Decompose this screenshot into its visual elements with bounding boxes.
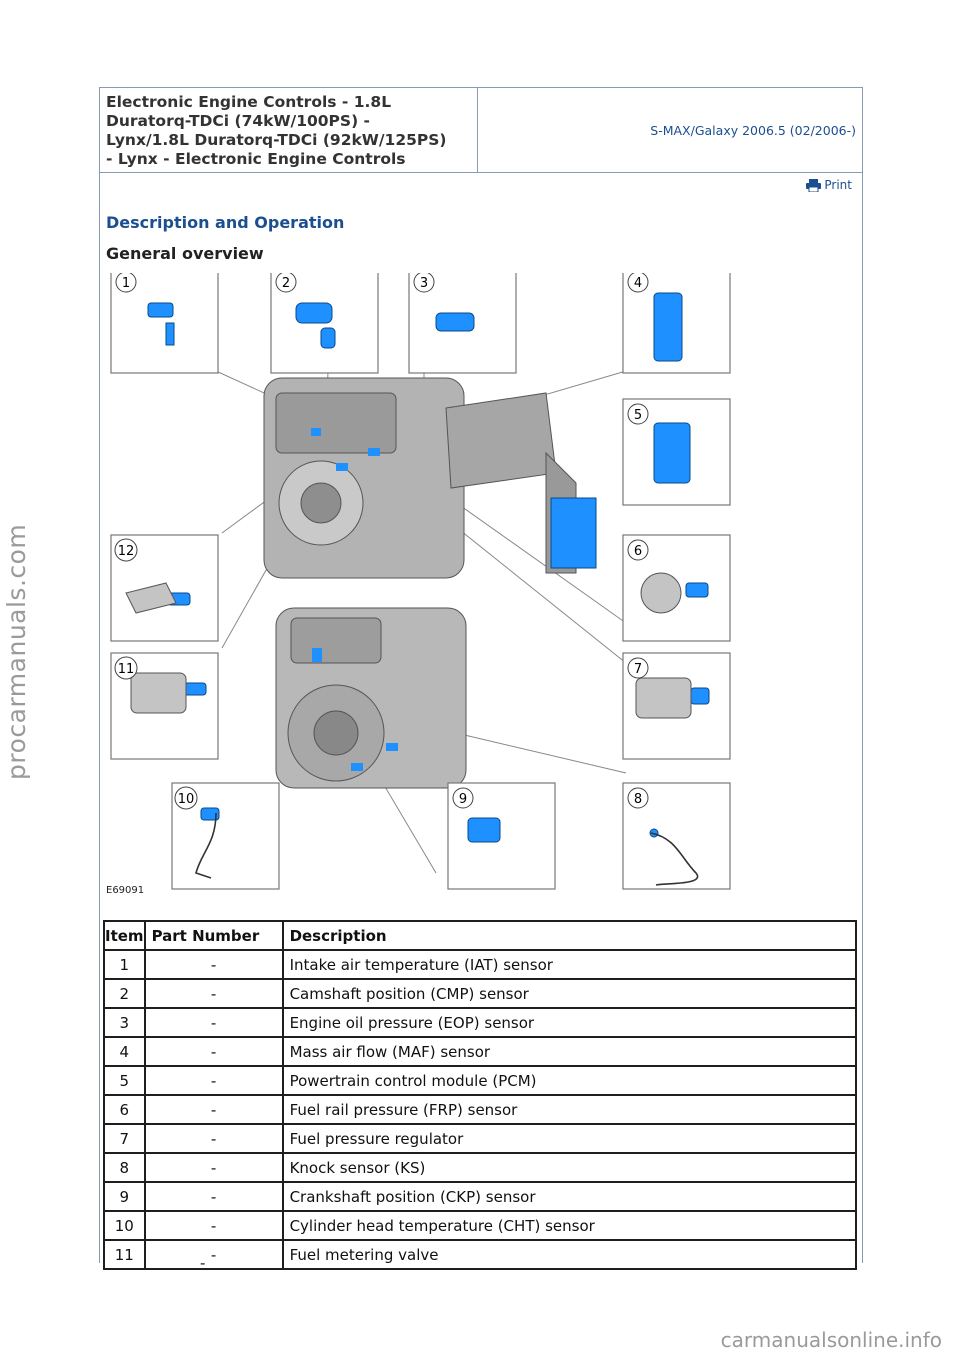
document-header: Electronic Engine Controls - 1.8L Durato… [100,88,862,173]
cell-item: 4 [104,1037,145,1066]
cell-item: 6 [104,1095,145,1124]
callout-12: 12 [115,539,137,561]
table-row: 1 - Intake air temperature (IAT) sensor [104,950,856,979]
callout-5: 5 [628,404,648,424]
cell-description: Cylinder head temperature (CHT) sensor [283,1211,856,1240]
callout-3: 3 [414,273,434,292]
cell-part: - [145,1037,283,1066]
cell-description: Mass air flow (MAF) sensor [283,1037,856,1066]
callout-label: 3 [420,276,428,291]
cell-description: Camshaft position (CMP) sensor [283,979,856,1008]
table-row: 7 - Fuel pressure regulator [104,1124,856,1153]
document-title: Electronic Engine Controls - 1.8L Durato… [100,88,478,172]
callout-label: 11 [118,662,135,677]
cell-part: - [145,1124,283,1153]
cell-item: 7 [104,1124,145,1153]
table-row: 5 - Powertrain control module (PCM) [104,1066,856,1095]
callout-label: 5 [634,408,642,423]
callout-label: 1 [122,276,130,291]
printer-icon [806,179,821,192]
print-label: Print [824,178,852,192]
column-header-part-number: Part Number [145,921,283,950]
callout-10: 10 [175,787,197,809]
callout-label: 10 [178,792,195,807]
table-row: 6 - Fuel rail pressure (FRP) sensor [104,1095,856,1124]
cell-item: 11 [104,1240,145,1269]
cell-description: Powertrain control module (PCM) [283,1066,856,1095]
callout-label: 6 [634,544,642,559]
table-row: 4 - Mass air flow (MAF) sensor [104,1037,856,1066]
cell-description: Fuel metering valve [283,1240,856,1269]
callout-label: 7 [634,662,642,677]
print-link[interactable]: Print [806,178,852,192]
cell-description: Intake air temperature (IAT) sensor [283,950,856,979]
callout-2: 2 [276,273,296,292]
callout-6: 6 [628,540,648,560]
column-header-description: Description [283,921,856,950]
section-subtitle: General overview [106,244,264,263]
callout-9: 9 [453,788,473,808]
callout-label: 8 [634,792,642,807]
cell-part: - [145,1008,283,1037]
engine-overview-figure: 1 2 3 4 5 6 7 8 9 10 11 12 E69091 [106,273,746,903]
cell-item: 2 [104,979,145,1008]
title-line: - Lynx - Electronic Engine Controls [106,150,471,169]
engine-illustration-bottom [276,608,466,788]
callout-1: 1 [116,273,136,292]
table-row: 8 - Knock sensor (KS) [104,1153,856,1182]
cell-description: Crankshaft position (CKP) sensor [283,1182,856,1211]
table-row: 10 - Cylinder head temperature (CHT) sen… [104,1211,856,1240]
column-header-item: Item [104,921,145,950]
cell-item: 1 [104,950,145,979]
cell-item: 9 [104,1182,145,1211]
callout-8: 8 [628,788,648,808]
vehicle-label: S-MAX/Galaxy 2006.5 (02/2006-) [479,88,862,172]
cell-part: - [145,950,283,979]
callout-label: 12 [118,544,135,559]
items-table: Item Part Number Description 1 - Intake … [103,920,857,1270]
cell-item: 10 [104,1211,145,1240]
figure-code: E69091 [106,885,144,896]
cell-part: - [145,1240,283,1269]
cell-description: Fuel pressure regulator [283,1124,856,1153]
cell-description: Fuel rail pressure (FRP) sensor [283,1095,856,1124]
cell-part: - [145,1153,283,1182]
trailing-part-number: - [200,1254,205,1272]
cell-description: Knock sensor (KS) [283,1153,856,1182]
table-header-row: Item Part Number Description [104,921,856,950]
title-line: Electronic Engine Controls - 1.8L [106,93,471,112]
section-title: Description and Operation [106,213,344,232]
title-line: Lynx/1.8L Duratorq-TDCi (92kW/125PS) [106,131,471,150]
cell-description: Engine oil pressure (EOP) sensor [283,1008,856,1037]
callout-11: 11 [115,657,137,679]
bottom-watermark: carmanualsonline.info [721,1328,942,1352]
cell-part: - [145,1066,283,1095]
cell-item: 3 [104,1008,145,1037]
side-watermark: procarmanuals.com [2,524,31,780]
table-row: 2 - Camshaft position (CMP) sensor [104,979,856,1008]
callout-4: 4 [628,273,648,292]
cell-part: - [145,979,283,1008]
cell-part: - [145,1095,283,1124]
cell-part: - [145,1182,283,1211]
table-row: 11 - Fuel metering valve [104,1240,856,1269]
callout-label: 2 [282,276,290,291]
callout-label: 4 [634,276,642,291]
callout-7: 7 [628,658,648,678]
title-line: Duratorq-TDCi (74kW/100PS) - [106,112,471,131]
cell-part: - [145,1211,283,1240]
cell-item: 8 [104,1153,145,1182]
cell-item: 5 [104,1066,145,1095]
table-row: 3 - Engine oil pressure (EOP) sensor [104,1008,856,1037]
table-row: 9 - Crankshaft position (CKP) sensor [104,1182,856,1211]
vehicle-text: S-MAX/Galaxy 2006.5 (02/2006-) [650,123,856,138]
callout-label: 9 [459,792,467,807]
engine-illustration-top [264,378,596,578]
document-frame: Electronic Engine Controls - 1.8L Durato… [99,87,863,1263]
